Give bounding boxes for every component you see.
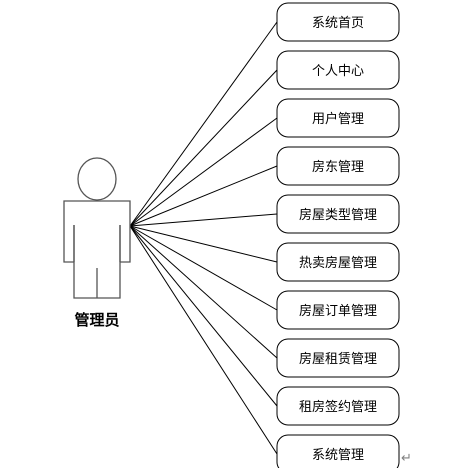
use-case-list: 系统首页个人中心用户管理房东管理房屋类型管理热卖房屋管理房屋订单管理房屋租赁管理… — [276, 2, 400, 468]
use-case-box: 租房签约管理 — [276, 386, 400, 426]
use-case-frame — [276, 146, 400, 186]
use-case-frame — [276, 98, 400, 138]
use-case-frame — [276, 434, 400, 468]
use-case-frame — [276, 338, 400, 378]
use-case-box: 系统管理 — [276, 434, 400, 468]
use-case-label: 房屋租赁管理 — [299, 351, 377, 367]
use-case-frame — [276, 242, 400, 282]
use-case-box: 房屋类型管理 — [276, 194, 400, 234]
use-case-label: 房屋类型管理 — [299, 207, 377, 223]
use-case-frame — [276, 386, 400, 426]
association-line — [129, 225, 278, 263]
association-line — [129, 225, 278, 407]
use-case-box: 房东管理 — [276, 146, 400, 186]
use-case-frame — [276, 50, 400, 90]
use-case-label: 热卖房屋管理 — [299, 255, 377, 271]
use-case-label: 系统首页 — [312, 16, 364, 31]
use-case-box: 用户管理 — [276, 98, 400, 138]
association-line — [129, 225, 278, 359]
use-case-box: 系统首页 — [276, 2, 400, 42]
actor-body — [63, 200, 131, 299]
use-case-box: 个人中心 — [276, 50, 400, 90]
use-case-label: 租房签约管理 — [299, 399, 377, 415]
association-line — [129, 225, 278, 311]
use-case-label: 系统管理 — [312, 448, 364, 463]
use-case-box: 房屋订单管理 — [276, 290, 400, 330]
use-case-label: 房屋订单管理 — [299, 303, 377, 319]
association-line — [129, 213, 278, 227]
association-line — [129, 21, 278, 227]
paragraph-mark: ↵ — [401, 451, 412, 466]
association-lines — [129, 21, 278, 455]
use-case-box: 热卖房屋管理 — [276, 242, 400, 282]
use-case-frame — [276, 2, 400, 42]
use-case-box: 房屋租赁管理 — [276, 338, 400, 378]
use-case-frame — [276, 290, 400, 330]
use-case-label: 个人中心 — [312, 64, 364, 79]
actor-figure — [63, 157, 131, 299]
association-line — [129, 165, 278, 227]
actor-label: 管理员 — [74, 311, 119, 329]
association-line — [129, 69, 278, 227]
use-case-label: 用户管理 — [312, 111, 364, 127]
use-case-label: 房东管理 — [312, 159, 364, 175]
use-case-frame — [276, 194, 400, 234]
association-line — [129, 225, 278, 455]
association-line — [129, 117, 278, 227]
actor-head — [77, 157, 117, 201]
